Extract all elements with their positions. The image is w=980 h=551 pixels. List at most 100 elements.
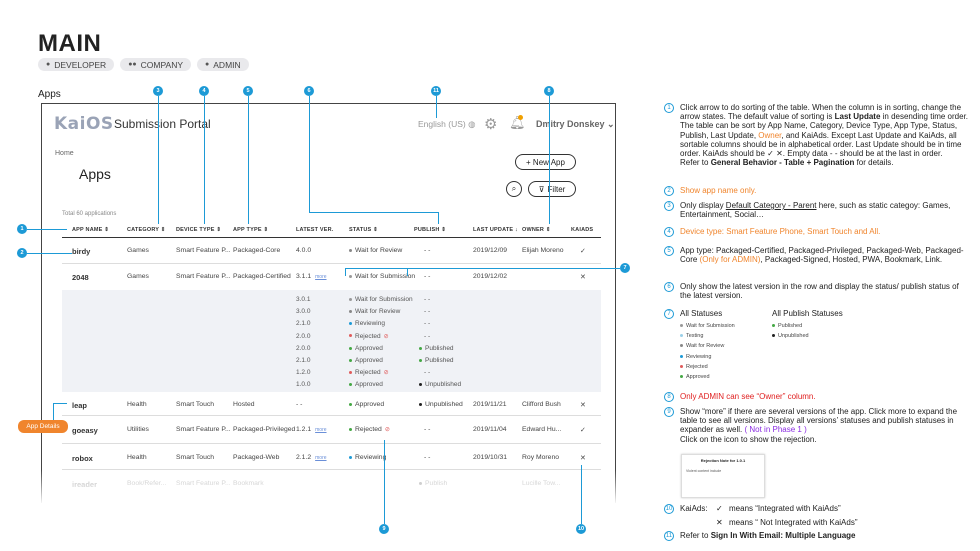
role-tag-company: ●●COMPANY — [120, 58, 192, 71]
note-9: 9 Show “more” if there are several versi… — [664, 407, 970, 507]
gear-icon[interactable]: ⚙ — [484, 116, 498, 133]
callout-line — [436, 96, 437, 118]
person-icon: ● — [46, 61, 51, 68]
apps-heading: Apps — [79, 166, 111, 182]
portal-name: Submission Portal — [114, 117, 211, 131]
expander-publish: Unpublished — [419, 381, 461, 388]
notification-dot — [518, 115, 523, 120]
status-legend-item: Approved — [680, 372, 735, 382]
app-details-button[interactable]: App Details — [18, 420, 68, 433]
kaiads-cross-icon: ✕ — [580, 274, 586, 281]
callout-line — [309, 96, 310, 212]
sort-icon: ⇕ — [263, 227, 269, 233]
portal-frame: KaiOS Submission Portal English (US) ◍ ⚙… — [41, 103, 616, 503]
callout-line — [438, 212, 439, 224]
status-cell: Wait for Review — [349, 247, 402, 254]
expander-status: Approved — [349, 357, 383, 364]
callout-line — [407, 268, 408, 276]
expander-version: 2.1.0 — [296, 320, 311, 328]
table-row[interactable]: robox Health Smart Touch Packaged-Web 2.… — [62, 444, 601, 470]
header-app-type[interactable]: APP TYPE ⇕ — [233, 227, 269, 233]
expander-version: 2.0.0 — [296, 344, 311, 352]
table-row[interactable]: birdy Games Smart Feature P... Packaged-… — [62, 238, 601, 264]
callout-marker-5: 5 — [243, 86, 253, 96]
expander-version: 1.2.0 — [296, 369, 311, 377]
more-link[interactable]: more — [315, 455, 327, 461]
kaiads-cross-icon: ✕ — [580, 455, 586, 462]
table-row[interactable]: leap Health Smart Touch Hosted - - Appro… — [62, 392, 601, 416]
kaiads-check-icon: ✓ — [580, 427, 586, 434]
header-last-update[interactable]: LAST UPDATE ↓ — [473, 227, 518, 233]
expander-publish: - - — [424, 296, 431, 303]
callout-line — [158, 96, 159, 224]
page-title: MAIN — [38, 30, 102, 57]
table-row[interactable]: ireader Book/Refer... Smart Feature P...… — [72, 480, 561, 489]
status-cell: Rejected⊘ — [349, 426, 390, 433]
callout-line — [204, 96, 205, 224]
status-cell: Reviewing — [349, 454, 386, 461]
callout-line — [581, 465, 582, 524]
callout-line — [549, 96, 550, 224]
breadcrumb[interactable]: Home — [55, 150, 74, 157]
expander-status: Rejected⊘ — [349, 369, 389, 376]
sort-icon: ⇕ — [373, 227, 378, 233]
sort-icon: ⇕ — [160, 227, 166, 233]
status-legend-item: Wait for Review — [680, 341, 735, 351]
header-kaiads[interactable]: KAIADS — [571, 227, 594, 233]
more-link[interactable]: more — [315, 274, 327, 280]
expander-version: 3.0.1 — [296, 296, 311, 303]
rejection-popup: Rejection Note for 1.0.1 Violent content… — [681, 454, 765, 498]
sort-icon: ⇕ — [545, 227, 551, 233]
filter-button[interactable]: ⊽Filter — [528, 181, 576, 197]
header-status[interactable]: STATUS ⇕ — [349, 227, 378, 233]
user-menu[interactable]: Dmitry Donskey ⌄ — [536, 119, 615, 129]
header-latest-ver: LATEST VER. — [296, 227, 334, 233]
new-app-button[interactable]: + New App — [515, 154, 576, 170]
expander-publish: - - — [424, 369, 431, 377]
note-1: 1 Click arrow to do sorting of the table… — [664, 103, 970, 167]
callout-line — [309, 212, 438, 213]
more-link[interactable]: more — [315, 427, 327, 433]
status-legend-item: Reviewing — [680, 352, 735, 362]
expander-version: 2.1.0 — [296, 357, 311, 364]
role-tag-admin: ●ADMIN — [197, 58, 249, 71]
rejection-icon[interactable]: ⊘ — [384, 427, 390, 433]
note-10: 10 KaiAds:✓means “Integrated with KaiAds… — [664, 504, 858, 528]
expander-publish: - - — [424, 308, 431, 316]
rejection-icon[interactable]: ⊘ — [383, 370, 389, 377]
expander-publish: - - — [424, 320, 431, 328]
callout-marker-9: 9 — [379, 524, 389, 534]
expander-version: 3.0.0 — [296, 308, 311, 316]
rejection-icon[interactable]: ⊘ — [383, 333, 389, 340]
kaios-logo[interactable]: KaiOS — [54, 114, 114, 134]
status-cell: Wait for Submission — [349, 273, 415, 280]
language-selector[interactable]: English (US) ◍ — [418, 119, 476, 129]
status-legend-item: Rejected — [680, 362, 735, 372]
table-row[interactable]: 2048 Games Smart Feature P... Packaged-C… — [72, 273, 586, 282]
publish-legend-item: Published — [772, 321, 809, 331]
status-legend-item: Testing — [680, 331, 735, 341]
callout-marker-2: 2 — [17, 248, 27, 258]
search-button[interactable]: ⌕ — [506, 181, 522, 197]
header-device-type[interactable]: DEVICE TYPE ⇕ — [176, 227, 222, 233]
header-category[interactable]: CATEGORY ⇕ — [127, 227, 166, 233]
sort-down-icon: ↓ — [515, 227, 518, 233]
table-header: APP NAME ⇕ CATEGORY ⇕ DEVICE TYPE ⇕ APP … — [62, 223, 601, 238]
header-owner[interactable]: OWNER ⇕ — [522, 227, 551, 233]
expander-status: Rejected⊘ — [349, 333, 389, 340]
callout-marker-6: 6 — [304, 86, 314, 96]
header-publish[interactable]: PUBLISH ⇕ — [414, 227, 447, 233]
search-icon: ⌕ — [511, 184, 517, 193]
callout-marker-10: 10 — [576, 524, 586, 534]
header-app-name[interactable]: APP NAME ⇕ — [72, 227, 110, 233]
expander-publish: Published — [419, 357, 454, 364]
table-row[interactable]: goeasy Utilities Smart Feature P... Pack… — [62, 416, 601, 444]
total-count: Total 60 applications — [62, 211, 117, 217]
expander-publish: Published — [419, 345, 454, 352]
callout-line — [345, 268, 346, 276]
